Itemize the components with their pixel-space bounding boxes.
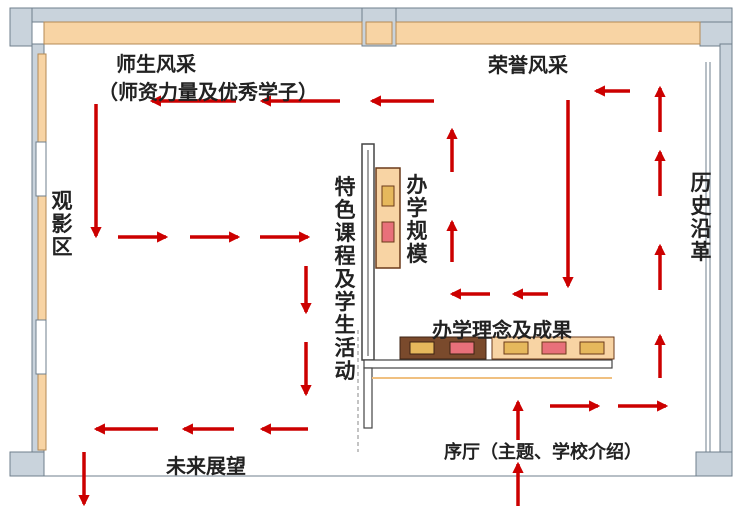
special-courses-label: 特色课程及学生活动 (334, 175, 356, 383)
viewing-area-label: 观影区 (51, 189, 73, 259)
left-wall-top (9, 7, 33, 47)
right-wall (719, 43, 733, 455)
top-panels (43, 21, 701, 45)
lobby-label: 序厅（主题、学校介绍） (444, 442, 642, 463)
school-scale-label: 办学规模 (406, 173, 428, 266)
school-scale-cabinet (375, 167, 401, 269)
teacher-student-sub-label: （师资力量及优秀学子） (98, 80, 318, 104)
left-windows (35, 141, 47, 375)
philosophy-label: 办学理念及成果 (432, 318, 572, 342)
light-item-yellow-1 (503, 341, 529, 355)
right-inner-lines (44, 62, 711, 477)
dark-item-pink (449, 341, 475, 355)
cabinet-item-pink (381, 221, 395, 243)
light-item-yellow-2 (579, 341, 605, 355)
light-item-pink (541, 341, 567, 355)
dark-item-yellow (409, 341, 435, 355)
teacher-student-label: 师生风采 (116, 52, 196, 76)
left-panels (37, 53, 47, 451)
future-label: 未来展望 (166, 454, 246, 478)
honors-label: 荣誉风采 (488, 53, 568, 77)
flow-arrows (78, 85, 669, 507)
left-wall-bottom (9, 451, 45, 477)
right-wall-bottom (695, 451, 733, 477)
history-label: 历史沿革 (690, 171, 712, 264)
cabinet-item-yellow (381, 185, 395, 207)
right-wall-top (699, 21, 733, 47)
center-partition (357, 143, 613, 452)
